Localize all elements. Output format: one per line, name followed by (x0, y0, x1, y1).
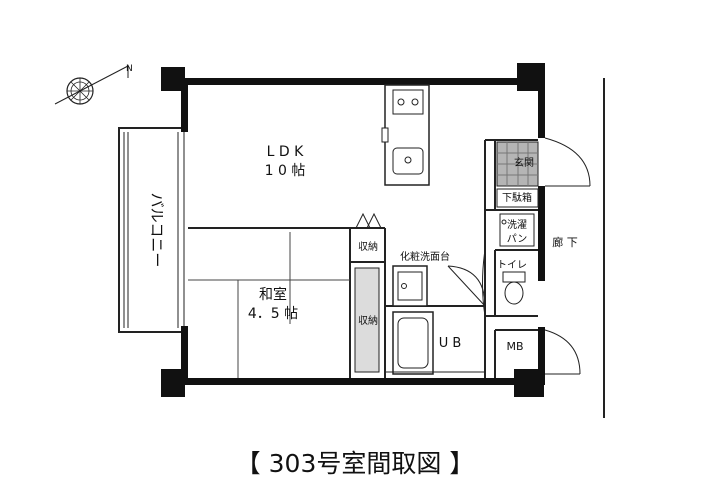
caption-close-bracket: 】 (449, 449, 475, 478)
compass-icon (54, 65, 129, 105)
washitsu-size: 4．5 帖 (248, 306, 298, 322)
entrance-door (544, 137, 591, 187)
interior-walls (188, 139, 538, 378)
toilet-label: トイレ (497, 260, 527, 271)
storage-lower-label: 収納 (358, 314, 378, 327)
washitsu-name: 和室 (259, 286, 287, 303)
unit-bath-label: U B (439, 336, 462, 351)
corridor-label: 廊 下 (552, 235, 578, 249)
kitchen-counter (381, 84, 430, 186)
entrance-label: 玄関 (514, 156, 534, 169)
ldk-size: 1 0 帖 (265, 163, 306, 179)
storage-upper-label: 収納 (358, 240, 378, 253)
north-label: N (126, 64, 133, 74)
balcony-label: バルコニー (148, 193, 166, 268)
shoe-box (496, 188, 539, 208)
entrance-tile (496, 141, 539, 187)
plan-caption: 【 303号室間取図 】 (0, 444, 710, 480)
toilet (502, 271, 526, 305)
tatami-lines (188, 232, 350, 378)
washer-pan (499, 213, 535, 247)
vanity-label: 化粧洗面台 (400, 250, 450, 263)
vanity-door (447, 265, 486, 307)
floor-plan: N バルコニー (54, 63, 605, 418)
vanity (392, 265, 428, 307)
balcony (118, 127, 184, 333)
caption-title: 303号室間取図 (268, 449, 442, 478)
closet-doors (355, 212, 382, 229)
outer-walls (161, 63, 545, 397)
shoe-box-label: 下駄箱 (502, 191, 532, 204)
washer-pan-label-line2: パン (507, 233, 528, 245)
unit-bath (385, 311, 485, 375)
ldk-name: L D K (267, 144, 304, 160)
caption-open-bracket: 【 (235, 449, 261, 478)
closet-panel (354, 267, 380, 373)
mb-door (544, 329, 581, 375)
meter-box-label: MB (506, 340, 523, 353)
washer-pan-label-line1: 洗濯 (507, 219, 527, 231)
